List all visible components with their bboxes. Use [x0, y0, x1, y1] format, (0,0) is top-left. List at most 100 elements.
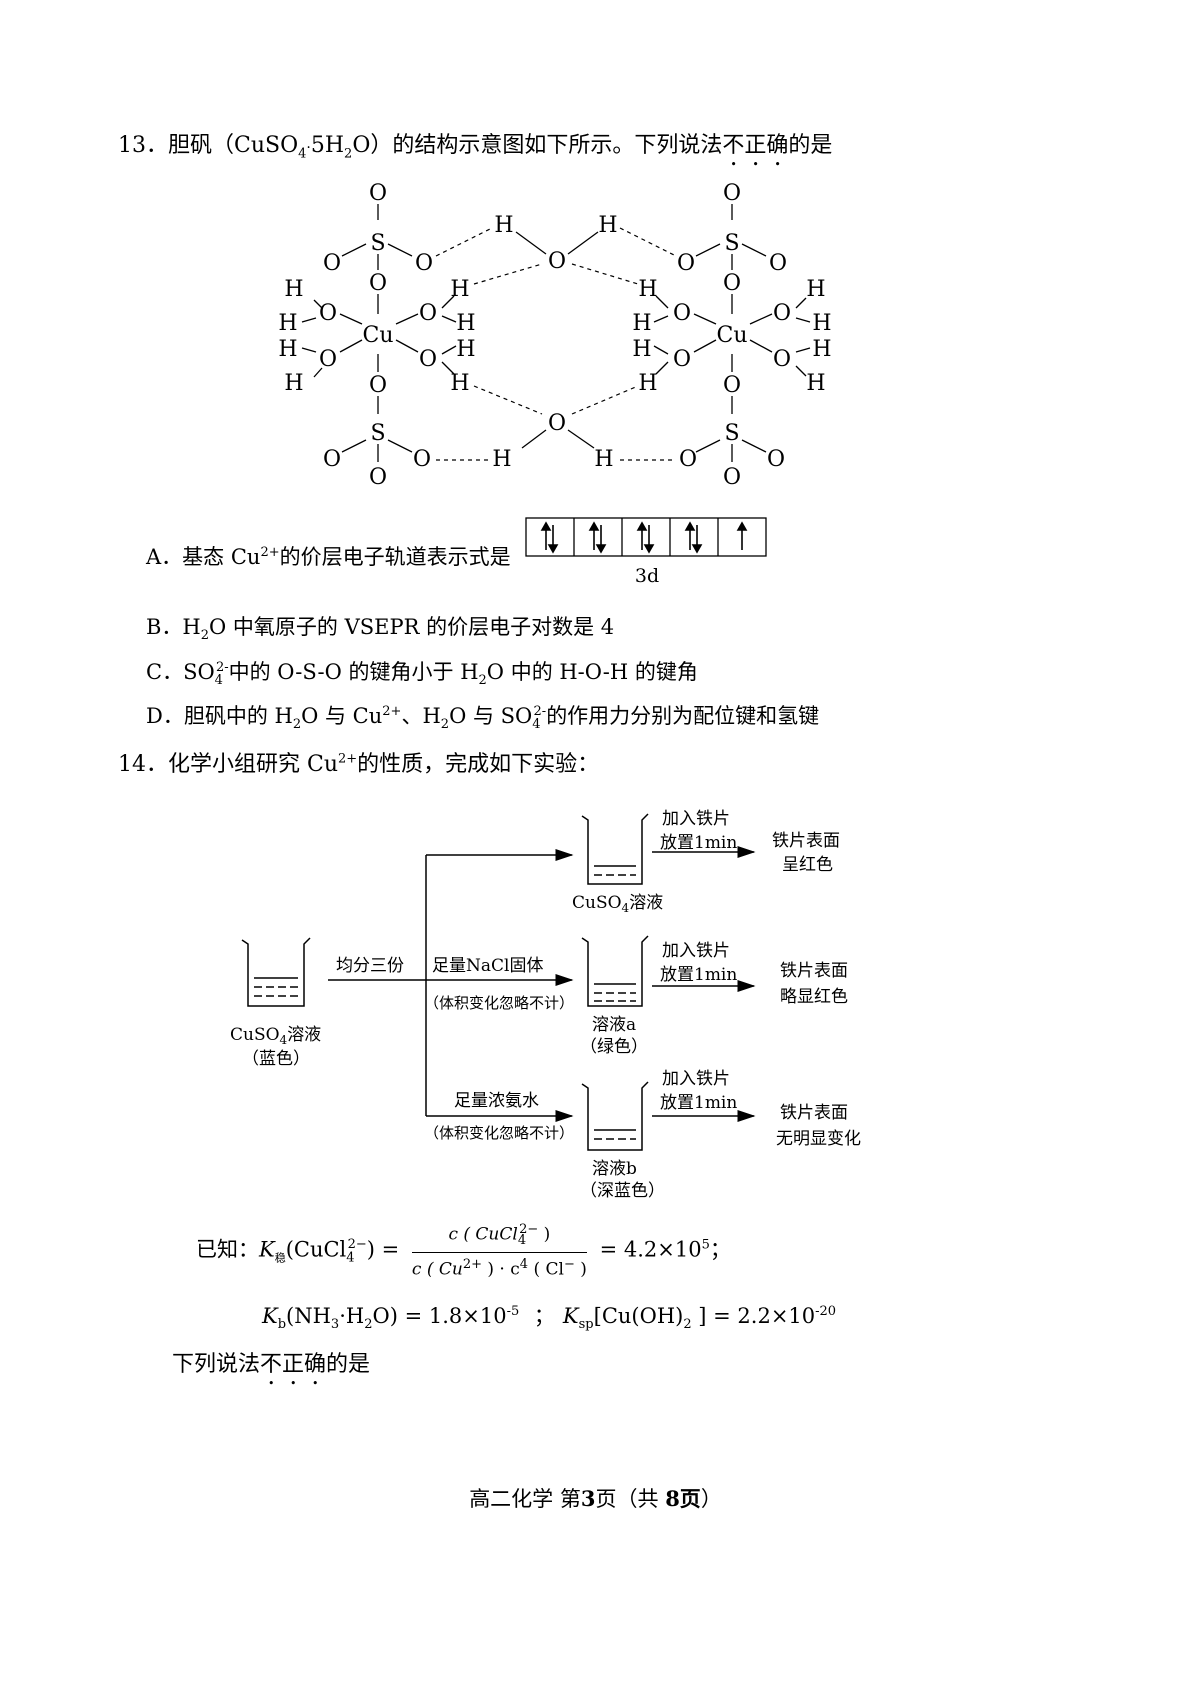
top-beaker-label: CuSO4溶液	[572, 893, 663, 915]
atom-o: O	[319, 301, 337, 326]
page-total: 8页	[665, 1486, 701, 1511]
result-3-line1: 铁片表面	[780, 1103, 848, 1123]
q14-number: 14．	[118, 752, 168, 777]
atom-o: O	[323, 251, 341, 276]
atom-o: O	[767, 447, 785, 472]
atom-h: H	[494, 213, 513, 238]
option-b: B．H2O 中氧原子的 VSEPR 的价层电子对数是 4	[146, 615, 615, 644]
q14-emphasis: 不正确	[260, 1352, 327, 1377]
atom-o: O	[723, 181, 741, 206]
orbital-label: 3d	[635, 565, 659, 587]
atom-h: H	[450, 277, 469, 302]
atom-o: O	[769, 251, 787, 276]
solution-b-label: 溶液b	[592, 1159, 637, 1179]
wait-1: 放置1min	[660, 833, 737, 853]
solution-b-color: （深蓝色）	[580, 1181, 665, 1201]
start-solution-color: （蓝色）	[242, 1049, 310, 1069]
result-2-line1: 铁片表面	[780, 961, 848, 981]
wait-2: 放置1min	[660, 965, 737, 985]
atom-o: O	[415, 251, 433, 276]
atom-o: O	[369, 181, 387, 206]
page-footer: 高二化学 第3页（共 8页）	[469, 1486, 722, 1511]
add-iron-1: 加入铁片	[662, 809, 730, 829]
atom-h: H	[284, 371, 303, 396]
beaker-solution-a	[581, 935, 649, 1007]
atom-h: H	[632, 311, 651, 336]
atom-o: O	[319, 347, 337, 372]
atom-o: O	[548, 411, 566, 436]
atom-h: H	[638, 371, 657, 396]
atom-h: H	[278, 311, 297, 336]
atom-h: H	[278, 337, 297, 362]
copper-sulfate-structure-diagram: O S O O O Cu H O H H O H H O H H O H O S…	[278, 181, 831, 490]
experiment-flow-diagram: CuSO4溶液 （蓝色） 均分三份 CuSO4溶液 加入铁片 放置1min 铁片…	[230, 809, 861, 1201]
atom-o: O	[419, 347, 437, 372]
atom-s: S	[370, 421, 385, 446]
orbital-box-single	[736, 521, 748, 550]
atom-o: O	[677, 251, 695, 276]
option-a: A．基态 Cu2+的价层电子轨道表示式是	[146, 545, 511, 569]
atom-o: O	[673, 347, 691, 372]
atom-o: O	[679, 447, 697, 472]
atom-o: O	[723, 271, 741, 296]
atom-o: O	[548, 249, 566, 274]
atom-o: O	[673, 301, 691, 326]
solution-a-label: 溶液a	[592, 1015, 636, 1035]
orbital-box-paired	[588, 521, 607, 554]
beaker-start	[241, 937, 311, 1007]
atom-h: H	[812, 311, 831, 336]
result-1-line1: 铁片表面	[772, 831, 840, 851]
orbital-box-paired	[540, 521, 559, 554]
atom-s: S	[724, 421, 739, 446]
q14-question: 下列说法不正确的是	[172, 1352, 371, 1377]
orbital-box-paired	[636, 521, 655, 554]
start-solution-label: CuSO4溶液	[230, 1025, 321, 1047]
atom-h: H	[456, 311, 475, 336]
known-kb-ksp: Kb(NH3·H2O) = 1.8×10-5 ；Ksp[Cu(OH)2 ] = …	[262, 1304, 837, 1333]
atom-s: S	[724, 231, 739, 256]
option-c: C．SO42-中的 O-S-O 的键角小于 H2O 中的 H-O-H 的键角	[146, 660, 698, 689]
atom-h: H	[632, 337, 651, 362]
atom-o: O	[369, 373, 387, 398]
atom-o: O	[369, 465, 387, 490]
q14-stem: 14．化学小组研究 Cu2+的性质，完成如下实验：	[118, 751, 600, 777]
atom-o: O	[723, 465, 741, 490]
atom-o: O	[723, 373, 741, 398]
atom-o: O	[323, 447, 341, 472]
atom-o: O	[413, 447, 431, 472]
nacl-label: 足量NaCl固体	[432, 956, 543, 976]
atom-h: H	[594, 447, 613, 472]
atom-h: H	[284, 277, 303, 302]
result-3-line2: 无明显变化	[776, 1129, 861, 1149]
nacl-note: （体积变化忽略不计）	[424, 994, 574, 1012]
result-2-line2: 略显红色	[780, 987, 848, 1007]
atom-o: O	[369, 271, 387, 296]
atom-h: H	[450, 371, 469, 396]
page-number: 3	[580, 1486, 596, 1511]
orbital-diagram-3d: 3d	[525, 517, 767, 587]
atom-h: H	[492, 447, 511, 472]
fraction-denominator: c ( Cu2+ ) · c4 ( Cl− )	[411, 1257, 587, 1280]
stability-fraction: c ( CuCl42− ) c ( Cu2+ ) · c4 ( Cl− )	[411, 1222, 587, 1280]
orbital-box-paired	[684, 521, 703, 554]
wait-3: 放置1min	[660, 1093, 737, 1113]
q13-number: 13．	[118, 133, 168, 158]
atom-cu: Cu	[716, 323, 747, 348]
atom-s: S	[370, 231, 385, 256]
atom-h: H	[598, 213, 617, 238]
ammonia-label: 足量浓氨水	[454, 1091, 539, 1111]
fraction-numerator: c ( CuCl42− )	[411, 1222, 587, 1254]
atom-o: O	[773, 301, 791, 326]
atom-h: H	[638, 277, 657, 302]
atom-cu: Cu	[362, 323, 393, 348]
q13-stem: 13．胆矾（CuSO4·5H2O）的结构示意图如下所示。下列说法不正确的是	[118, 133, 833, 162]
atom-h: H	[456, 337, 475, 362]
atom-h: H	[806, 277, 825, 302]
known-stability-constant: 已知：K稳(CuCl42−) = c ( CuCl42− ) c ( Cu2+ …	[196, 1222, 731, 1280]
add-iron-3: 加入铁片	[662, 1069, 730, 1089]
option-d: D．胆矾中的 H2O 与 Cu2+、H2O 与 SO42-的作用力分别为配位键和…	[146, 704, 820, 733]
solution-a-color: （绿色）	[580, 1037, 648, 1057]
atom-h: H	[806, 371, 825, 396]
q13-emphasis: 不正确	[722, 133, 789, 158]
atom-h: H	[812, 337, 831, 362]
